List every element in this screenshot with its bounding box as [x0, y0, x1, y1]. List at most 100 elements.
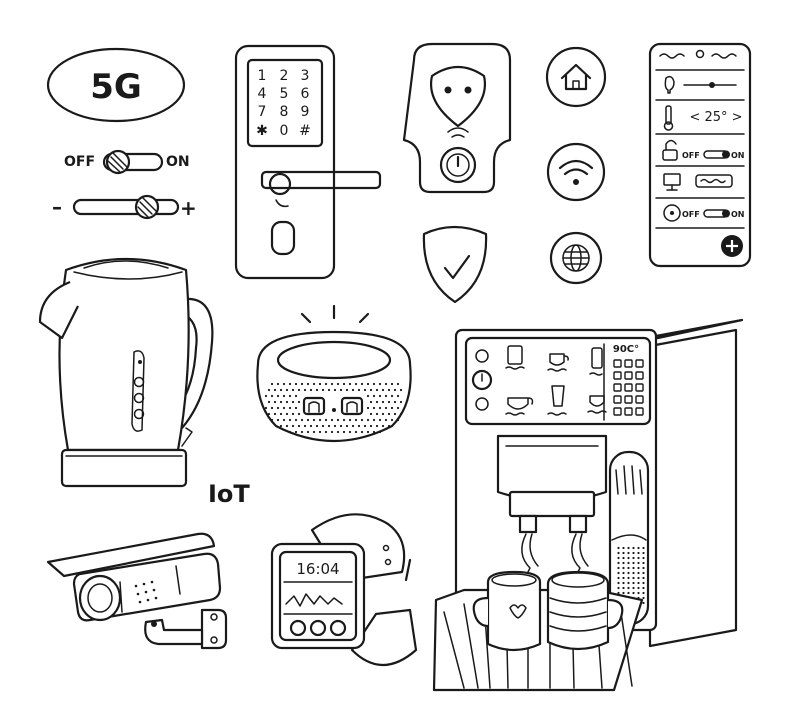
panel-key[interactable] — [635, 395, 644, 404]
bean-dot — [627, 546, 630, 550]
panel-button-1[interactable] — [475, 349, 489, 363]
mesh-dot — [396, 418, 400, 422]
key-5[interactable]: 5 — [280, 86, 289, 102]
panel-key[interactable] — [613, 359, 622, 368]
mesh-dot — [279, 400, 283, 404]
mesh-dot — [324, 382, 328, 386]
mesh-dot — [387, 412, 391, 416]
mesh-dot — [267, 412, 271, 416]
panel-keypad[interactable] — [613, 359, 644, 416]
wifi-icon[interactable] — [546, 142, 606, 202]
bean-dot — [617, 551, 620, 555]
mesh-dot — [375, 400, 379, 404]
mesh-dot — [312, 382, 316, 386]
mesh-dot — [336, 382, 340, 386]
mesh-dot — [303, 424, 307, 428]
bean-dot — [622, 561, 625, 565]
key-7[interactable]: 7 — [258, 104, 267, 120]
lock-row[interactable]: OFF ON — [662, 139, 745, 161]
lock-keypad[interactable]: 1 2 3 4 5 6 7 8 9 ✱ 0 # — [256, 68, 311, 139]
tv-row[interactable] — [663, 173, 733, 191]
bean-dot — [622, 576, 625, 580]
mesh-dot — [297, 388, 301, 392]
mesh-dot — [285, 412, 289, 416]
mesh-dot — [330, 382, 334, 386]
key-9[interactable]: 9 — [301, 104, 310, 120]
thermostat-row[interactable]: < 25° > — [663, 105, 743, 131]
coffee-temp: 90C° — [613, 344, 639, 355]
mesh-dot — [384, 382, 388, 386]
mesh-dot — [378, 430, 382, 434]
mesh-dot — [381, 412, 385, 416]
on-off-switch[interactable]: OFF ON — [64, 149, 190, 175]
mesh-dot — [306, 430, 310, 434]
slider-plus-label: + — [180, 196, 197, 220]
panel-key[interactable] — [635, 371, 644, 380]
bean-dot — [642, 571, 645, 575]
panel-key[interactable] — [613, 371, 622, 380]
key-8[interactable]: 8 — [280, 104, 289, 120]
key-0[interactable]: 0 — [280, 123, 289, 139]
panel-key[interactable] — [635, 359, 644, 368]
mesh-dot — [390, 382, 394, 386]
mesh-dot — [378, 406, 382, 410]
level-slider[interactable]: – + — [52, 194, 197, 220]
key-star[interactable]: ✱ — [256, 123, 268, 139]
key-4[interactable]: 4 — [258, 86, 267, 102]
bean-dot — [622, 566, 625, 570]
panel-key[interactable] — [635, 407, 644, 416]
panel-key[interactable] — [624, 371, 633, 380]
mesh-dot — [396, 406, 400, 410]
bean-dot — [632, 556, 635, 560]
mesh-dot — [276, 394, 280, 398]
mesh-dot — [294, 394, 298, 398]
mesh-dot — [315, 388, 319, 392]
coffee-power-button[interactable] — [471, 369, 493, 391]
mesh-dot — [285, 424, 289, 428]
bean-dot — [642, 546, 645, 550]
globe-icon[interactable] — [549, 231, 603, 285]
fan-toggle-off-label: OFF — [682, 210, 700, 219]
bean-dot — [642, 566, 645, 570]
key-3[interactable]: 3 — [301, 68, 310, 84]
kettle-buttons[interactable] — [131, 350, 145, 432]
brightness-row[interactable] — [664, 75, 737, 94]
mesh-dot — [279, 424, 283, 428]
bean-dot — [632, 551, 635, 555]
smart-lock: 1 2 3 4 5 6 7 8 9 ✱ 0 # — [234, 44, 382, 280]
shield-check-icon — [422, 225, 488, 304]
home-icon[interactable] — [545, 46, 607, 108]
mesh-dot — [270, 418, 274, 422]
socket-power-button[interactable] — [439, 146, 477, 184]
key-6[interactable]: 6 — [301, 86, 310, 102]
key-2[interactable]: 2 — [280, 68, 289, 84]
watch-time: 16:04 — [296, 560, 339, 578]
drink-icons[interactable] — [505, 345, 607, 416]
fan-row[interactable]: OFF ON — [663, 204, 745, 222]
speaker-controls[interactable] — [302, 396, 364, 416]
panel-key[interactable] — [613, 383, 622, 392]
panel-key[interactable] — [613, 407, 622, 416]
mesh-dot — [399, 412, 403, 416]
switch-off-label: OFF — [64, 154, 95, 170]
key-1[interactable]: 1 — [258, 68, 267, 84]
panel-key[interactable] — [635, 383, 644, 392]
panel-key[interactable] — [624, 359, 633, 368]
panel-key[interactable] — [624, 395, 633, 404]
bean-dot — [632, 586, 635, 590]
panel-button-2[interactable] — [475, 397, 489, 411]
door-handle[interactable] — [260, 170, 382, 208]
mesh-dot — [297, 424, 301, 428]
mesh-dot — [348, 382, 352, 386]
panel-key[interactable] — [613, 395, 622, 404]
key-hash[interactable]: # — [299, 123, 311, 139]
phone-temperature: < 25° > — [689, 110, 742, 125]
panel-key[interactable] — [624, 383, 633, 392]
mesh-dot — [285, 388, 289, 392]
mesh-dot — [393, 400, 397, 404]
smart-socket — [402, 42, 512, 194]
add-button[interactable] — [721, 235, 743, 257]
panel-key[interactable] — [624, 407, 633, 416]
mesh-dot — [366, 430, 370, 434]
